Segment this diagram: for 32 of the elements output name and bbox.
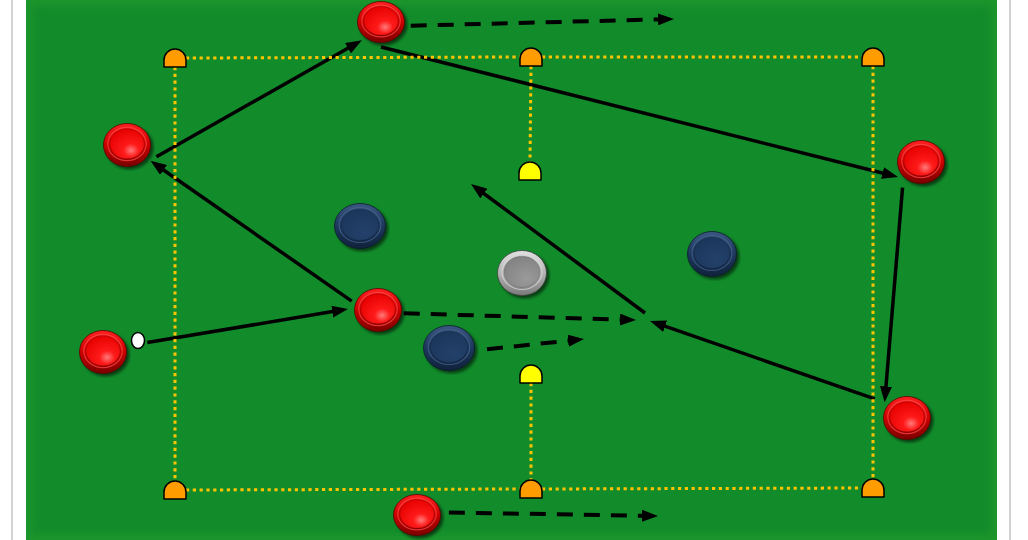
pass-arrow xyxy=(147,305,348,345)
run-arrow xyxy=(486,334,584,352)
cone-marker xyxy=(861,47,885,67)
pass-arrow xyxy=(155,40,362,159)
neutral-disc xyxy=(496,249,551,300)
cone-marker xyxy=(519,479,543,499)
opponent-disc xyxy=(333,202,390,253)
run-arrow xyxy=(410,13,674,28)
boundary-line xyxy=(173,67,177,481)
cone-marker xyxy=(163,48,187,68)
opponent-disc xyxy=(422,324,479,375)
cone-marker xyxy=(519,47,543,67)
cone-marker xyxy=(163,480,187,500)
player-disc xyxy=(882,395,935,444)
player-disc xyxy=(102,122,155,171)
player-disc xyxy=(896,139,949,188)
run-arrow xyxy=(403,311,636,326)
cone-marker xyxy=(519,364,543,384)
cone-marker xyxy=(861,478,885,498)
cone-marker xyxy=(518,161,542,181)
pass-arrow xyxy=(150,160,353,303)
player-disc xyxy=(78,329,131,378)
boundary-line xyxy=(871,66,875,479)
opponent-disc xyxy=(686,230,741,281)
boundary-line xyxy=(529,383,533,480)
pass-arrow xyxy=(380,45,899,179)
run-arrow xyxy=(448,509,658,522)
player-disc xyxy=(353,287,406,336)
player-disc xyxy=(392,493,445,540)
pass-arrow xyxy=(880,187,905,403)
pass-arrow xyxy=(650,320,876,401)
player-disc xyxy=(356,0,409,47)
